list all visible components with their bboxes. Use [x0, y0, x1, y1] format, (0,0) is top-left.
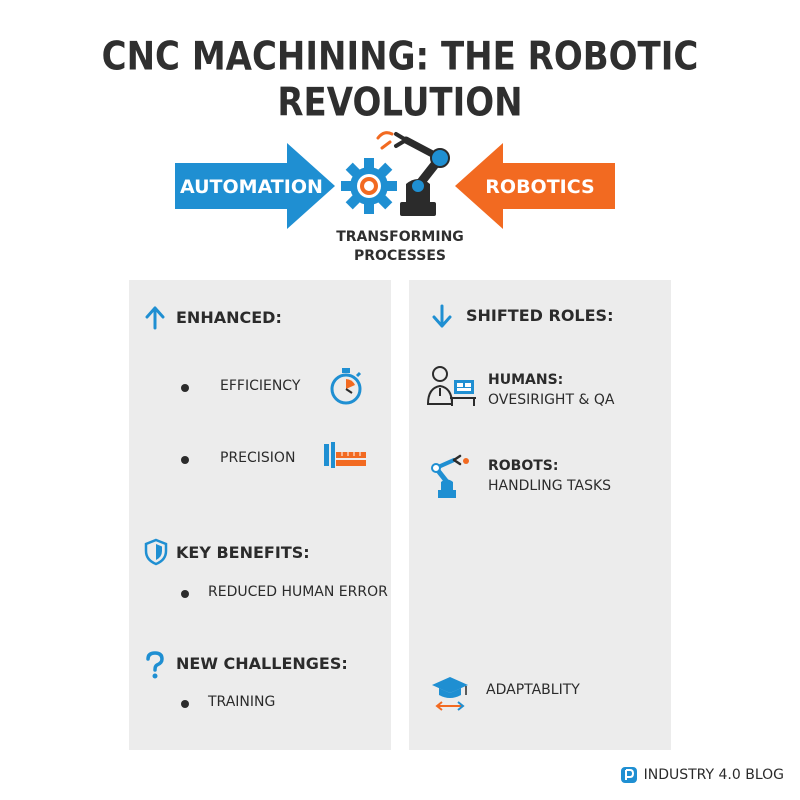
- bullet: [181, 384, 189, 392]
- page-title: CNC MACHINING: THE ROBOTIC REVOLUTION: [101, 34, 699, 126]
- gear-icon: [341, 158, 397, 214]
- adaptability-label: ADAPTABLITY: [486, 682, 580, 698]
- footer-brand: INDUSTRY 4.0 BLOG: [620, 766, 784, 784]
- footer-brand-text: INDUSTRY 4.0 BLOG: [643, 767, 784, 783]
- question-mark-icon: [146, 651, 164, 679]
- robot-arm-icon: [376, 131, 450, 216]
- role-robots-title: ROBOTS:: [488, 458, 559, 474]
- robot-arm-icon: [431, 454, 469, 498]
- enhanced-item-precision: PRECISION: [220, 450, 296, 466]
- benefits-heading: KEY BENEFITS:: [176, 543, 310, 562]
- human-operator-icon: [426, 366, 476, 406]
- center-caption-line1: TRANSFORMING: [336, 229, 464, 245]
- stopwatch-icon: [330, 368, 362, 405]
- shifted-roles-heading: SHIFTED ROLES:: [466, 306, 614, 325]
- caliper-icon: [324, 442, 366, 468]
- robotics-arrow: [455, 143, 615, 229]
- bullet: [181, 590, 189, 598]
- center-caption: TRANSFORMING PROCESSES: [320, 228, 480, 266]
- arrow-up-icon: [145, 306, 165, 330]
- role-humans-subtitle: OVESIRIGHT & QA: [488, 392, 615, 408]
- automation-label: AUTOMATION: [180, 176, 323, 198]
- bullet: [181, 700, 189, 708]
- bullet: [181, 456, 189, 464]
- graduation-cap-icon: [432, 677, 468, 711]
- challenges-heading: NEW CHALLENGES:: [176, 654, 348, 673]
- challenge-item-training: TRAINING: [208, 694, 276, 710]
- left-panel: [129, 280, 391, 750]
- role-robots-subtitle: HANDLING TASKS: [488, 478, 612, 494]
- benefit-item-reduced-error: REDUCED HUMAN ERROR: [208, 584, 388, 600]
- enhanced-heading: ENHANCED:: [176, 308, 282, 327]
- center-caption-line2: PROCESSES: [354, 248, 446, 264]
- blog-logo-icon: [620, 767, 637, 783]
- arrow-down-icon: [432, 304, 452, 328]
- automation-arrow: [175, 143, 335, 229]
- robotics-label: ROBOTICS: [485, 176, 595, 198]
- enhanced-item-efficiency: EFFICIENCY: [220, 378, 301, 394]
- shield-icon: [144, 538, 168, 566]
- right-panel: [409, 280, 671, 750]
- role-humans-title: HUMANS:: [488, 372, 564, 388]
